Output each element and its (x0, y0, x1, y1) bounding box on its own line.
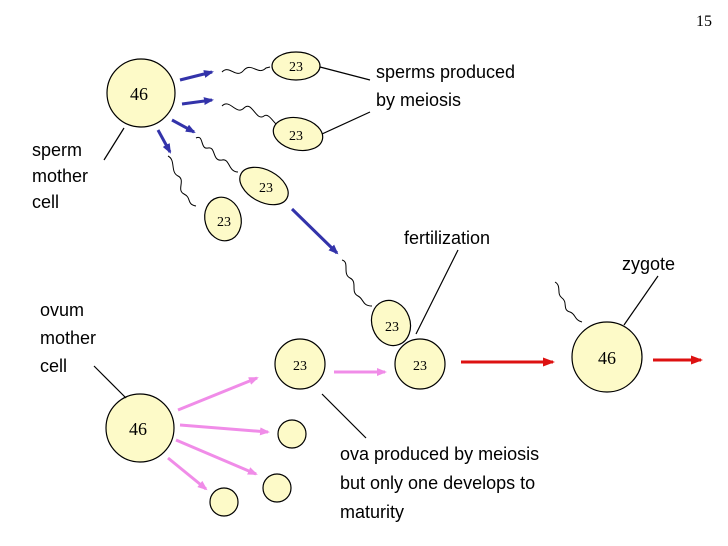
sperm-3-chromosomes: 23 (259, 181, 273, 196)
sperms-produced-leader-1 (319, 66, 371, 81)
sperms-produced-label-line1: sperms produced (376, 62, 515, 82)
sperm-mother-cell (106, 58, 176, 128)
zygote-chromosomes: 46 (598, 348, 616, 368)
sperm-tail-3 (195, 136, 239, 173)
fertilization-leader (415, 249, 459, 335)
zygote-leader (623, 275, 659, 326)
sperm-mother-cell-label-line3: cell (32, 192, 59, 212)
fertilizing-sperm-chromosomes: 23 (385, 320, 399, 335)
sperm-4-chromosomes: 23 (217, 215, 231, 230)
fertilizing-sperm-cell (370, 299, 412, 347)
ovum-mother-cell (105, 393, 175, 463)
zygote-label: zygote (622, 254, 675, 274)
page-number: 15 (696, 13, 712, 30)
sperm-mother-cell-leader (103, 127, 125, 161)
sperm-arrow-4 (156, 129, 172, 154)
zygote-sperm-tail (554, 281, 583, 323)
polar-body-2 (262, 473, 292, 503)
sperm-arrow-3 (171, 118, 196, 134)
sperms-produced-leader-2 (321, 111, 371, 135)
ovum-mother-cell-leader (93, 365, 127, 399)
zygote-cell (571, 321, 643, 393)
fertilized-ovum-chromosomes: 23 (413, 359, 427, 374)
ova-produced-label-line2: but only one develops to (340, 473, 535, 493)
sperm-cell-2 (272, 116, 324, 152)
ovum-mother-cell-label-line1: ovum (40, 300, 84, 320)
sperm-tail-2 (221, 103, 277, 125)
ova-produced-leader (321, 393, 367, 439)
polar-body-3 (209, 487, 239, 517)
ova-produced-label-line3: maturity (340, 502, 404, 522)
sperms-produced-label-line2: by meiosis (376, 90, 461, 110)
ovum-mother-cell-chromosomes: 46 (129, 419, 147, 439)
sperm-arrow-to-egg (290, 207, 339, 255)
fertilizing-sperm-tail (341, 259, 373, 307)
sperm-1-chromosomes: 23 (289, 60, 303, 75)
sperm-tail-4 (167, 155, 197, 207)
ova-arrow-4 (167, 456, 208, 491)
ova-arrow-2 (179, 423, 270, 436)
developing-ovum-chromosomes: 23 (293, 359, 307, 374)
fertilized-ovum (394, 338, 446, 390)
sperm-mother-cell-chromosomes: 46 (130, 84, 148, 104)
sperm-arrow-1 (179, 70, 214, 82)
sperm-mother-cell-label-line2: mother (32, 166, 88, 186)
ova-arrow-3 (175, 438, 258, 476)
sperm-2-chromosomes: 23 (289, 129, 303, 144)
ova-arrow-1 (177, 376, 259, 412)
sperm-cell-3 (239, 166, 289, 206)
sperm-cell-1 (271, 51, 321, 81)
polar-body-1 (277, 419, 307, 449)
ova-produced-label-line1: ova produced by meiosis (340, 444, 539, 464)
sperm-arrow-2 (181, 97, 214, 106)
ovum-mother-cell-label-line2: mother (40, 328, 96, 348)
sperm-tail-1 (221, 66, 271, 74)
fertilization-label: fertilization (404, 228, 490, 248)
developing-ovum (274, 338, 326, 390)
sperm-cell-4 (204, 196, 242, 242)
ovum-mother-cell-label-line3: cell (40, 356, 67, 376)
sperm-mother-cell-label-line1: sperm (32, 140, 82, 160)
